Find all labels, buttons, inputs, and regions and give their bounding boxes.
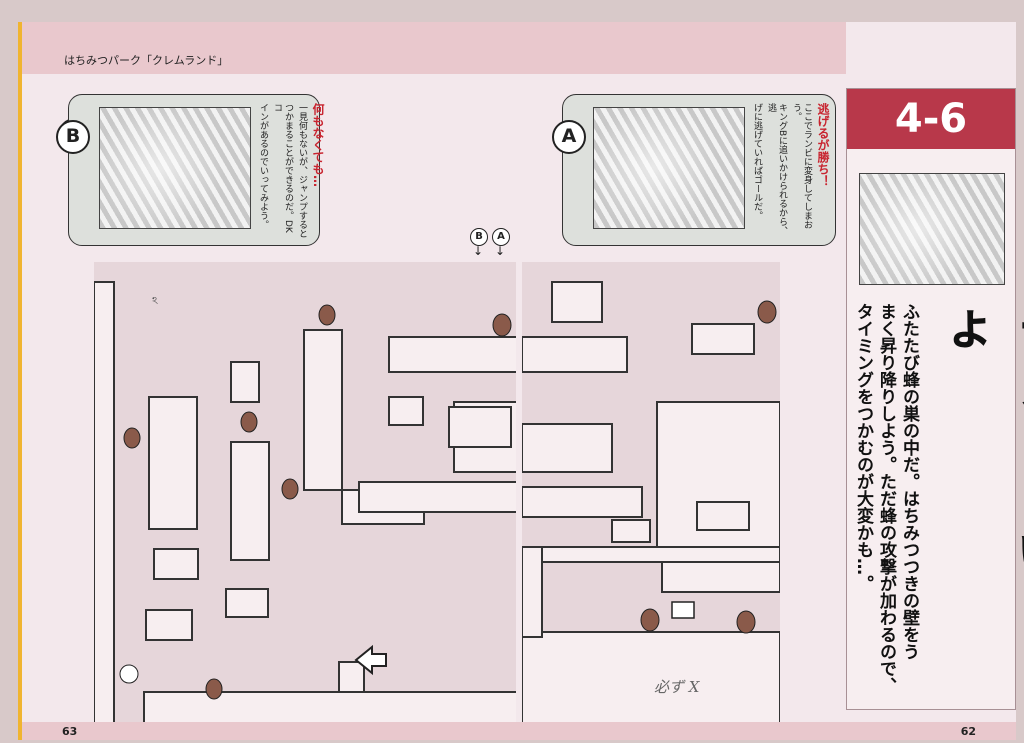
level-description: ふたたび蜂の巣の中だ。はちみつつきの壁をう まく昇り降りしよう。ただ蜂の攻撃が加… (851, 303, 920, 703)
level-screenshot (859, 173, 1005, 285)
level-description-line-3: タイミングをつかむのが大変かも…。 (853, 303, 873, 592)
inset-a-body-line-2: キングBに追いかけられるから、逃 (766, 103, 787, 236)
map-marker-b: B (470, 228, 488, 246)
inset-b-badge: B (56, 120, 90, 154)
map-marker-a: A (492, 228, 510, 246)
level-description-line-1: ふたたび蜂の巣の中だ。はちみつつきの壁をう (899, 303, 919, 660)
level-info-panel: 4-6 ランビといっしょ ふたたび蜂の巣の中だ。はちみつつきの壁をう まく昇り降… (846, 88, 1024, 710)
inset-b-heading: 何もなくても… (311, 103, 325, 187)
handwritten-note: 必ず X (654, 678, 700, 696)
right-footer-band: 62 (516, 722, 1016, 740)
inset-a-heading: 逃げるが勝ち！ (816, 103, 830, 187)
arrow-down-icon: ↓ (473, 244, 484, 258)
level-headline: ランビといっしょ (927, 303, 1024, 695)
inset-a-panel: 逃げるが勝ち！ ここでランビに変身してしまおう。 キングBに追いかけられるから、… (562, 94, 836, 246)
inset-a-body-line-1: ここでランビに変身してしまおう。 (791, 103, 812, 229)
level-map-left: ঽ (94, 262, 519, 732)
inset-a-callout: 逃げるが勝ち！ ここでランビに変身してしまおう。 キングBに追いかけられるから、… (751, 103, 832, 238)
left-footer-band: 63 (22, 722, 519, 740)
inset-b-body-line-2: つかまることができるのだ。DKコ (272, 103, 293, 233)
left-header-band: はちみつパーク「クレムランド」 (22, 22, 519, 74)
running-title: はちみつパーク「クレムランド」 (64, 54, 229, 67)
inset-a-badge: A (552, 120, 586, 154)
inset-a-body-line-3: げに逃げていればゴールだ。 (752, 103, 762, 220)
arrow-down-icon: ↓ (495, 244, 506, 258)
svg-text:ঽ: ঽ (152, 294, 158, 307)
level-map-drawing-right (522, 262, 780, 732)
right-header-band (516, 22, 846, 74)
right-page: 逃げるが勝ち！ ここでランビに変身してしまおう。 キングBに追いかけられるから、… (516, 22, 1024, 740)
inset-b-panel: 何もなくても… 一見何もないが、ジャンプすると つかまることができるのだ。DKコ… (68, 94, 325, 246)
inset-b-callout: 何もなくても… 一見何もないが、ジャンプすると つかまることができるのだ。DKコ… (257, 103, 327, 238)
page-number-left: 63 (62, 725, 78, 738)
level-number: 4-6 (847, 89, 1015, 149)
level-map-drawing: ঽ (94, 262, 519, 732)
inset-a-screenshot (593, 107, 745, 229)
inset-b-body-line-3: インがあるのでいってみよう。 (258, 103, 268, 229)
page-number-right: 62 (960, 725, 976, 738)
left-page: はちみつパーク「クレムランド」 B 何もなくても… 一見何もないが、ジャンプする… (18, 22, 519, 740)
inset-b-screenshot (99, 107, 251, 229)
level-map-right (522, 262, 780, 732)
inset-b-body-line-1: 一見何もないが、ジャンプすると (297, 103, 307, 238)
level-description-line-2: まく昇り降りしよう。ただ蜂の攻撃が加わるので、 (876, 303, 896, 694)
